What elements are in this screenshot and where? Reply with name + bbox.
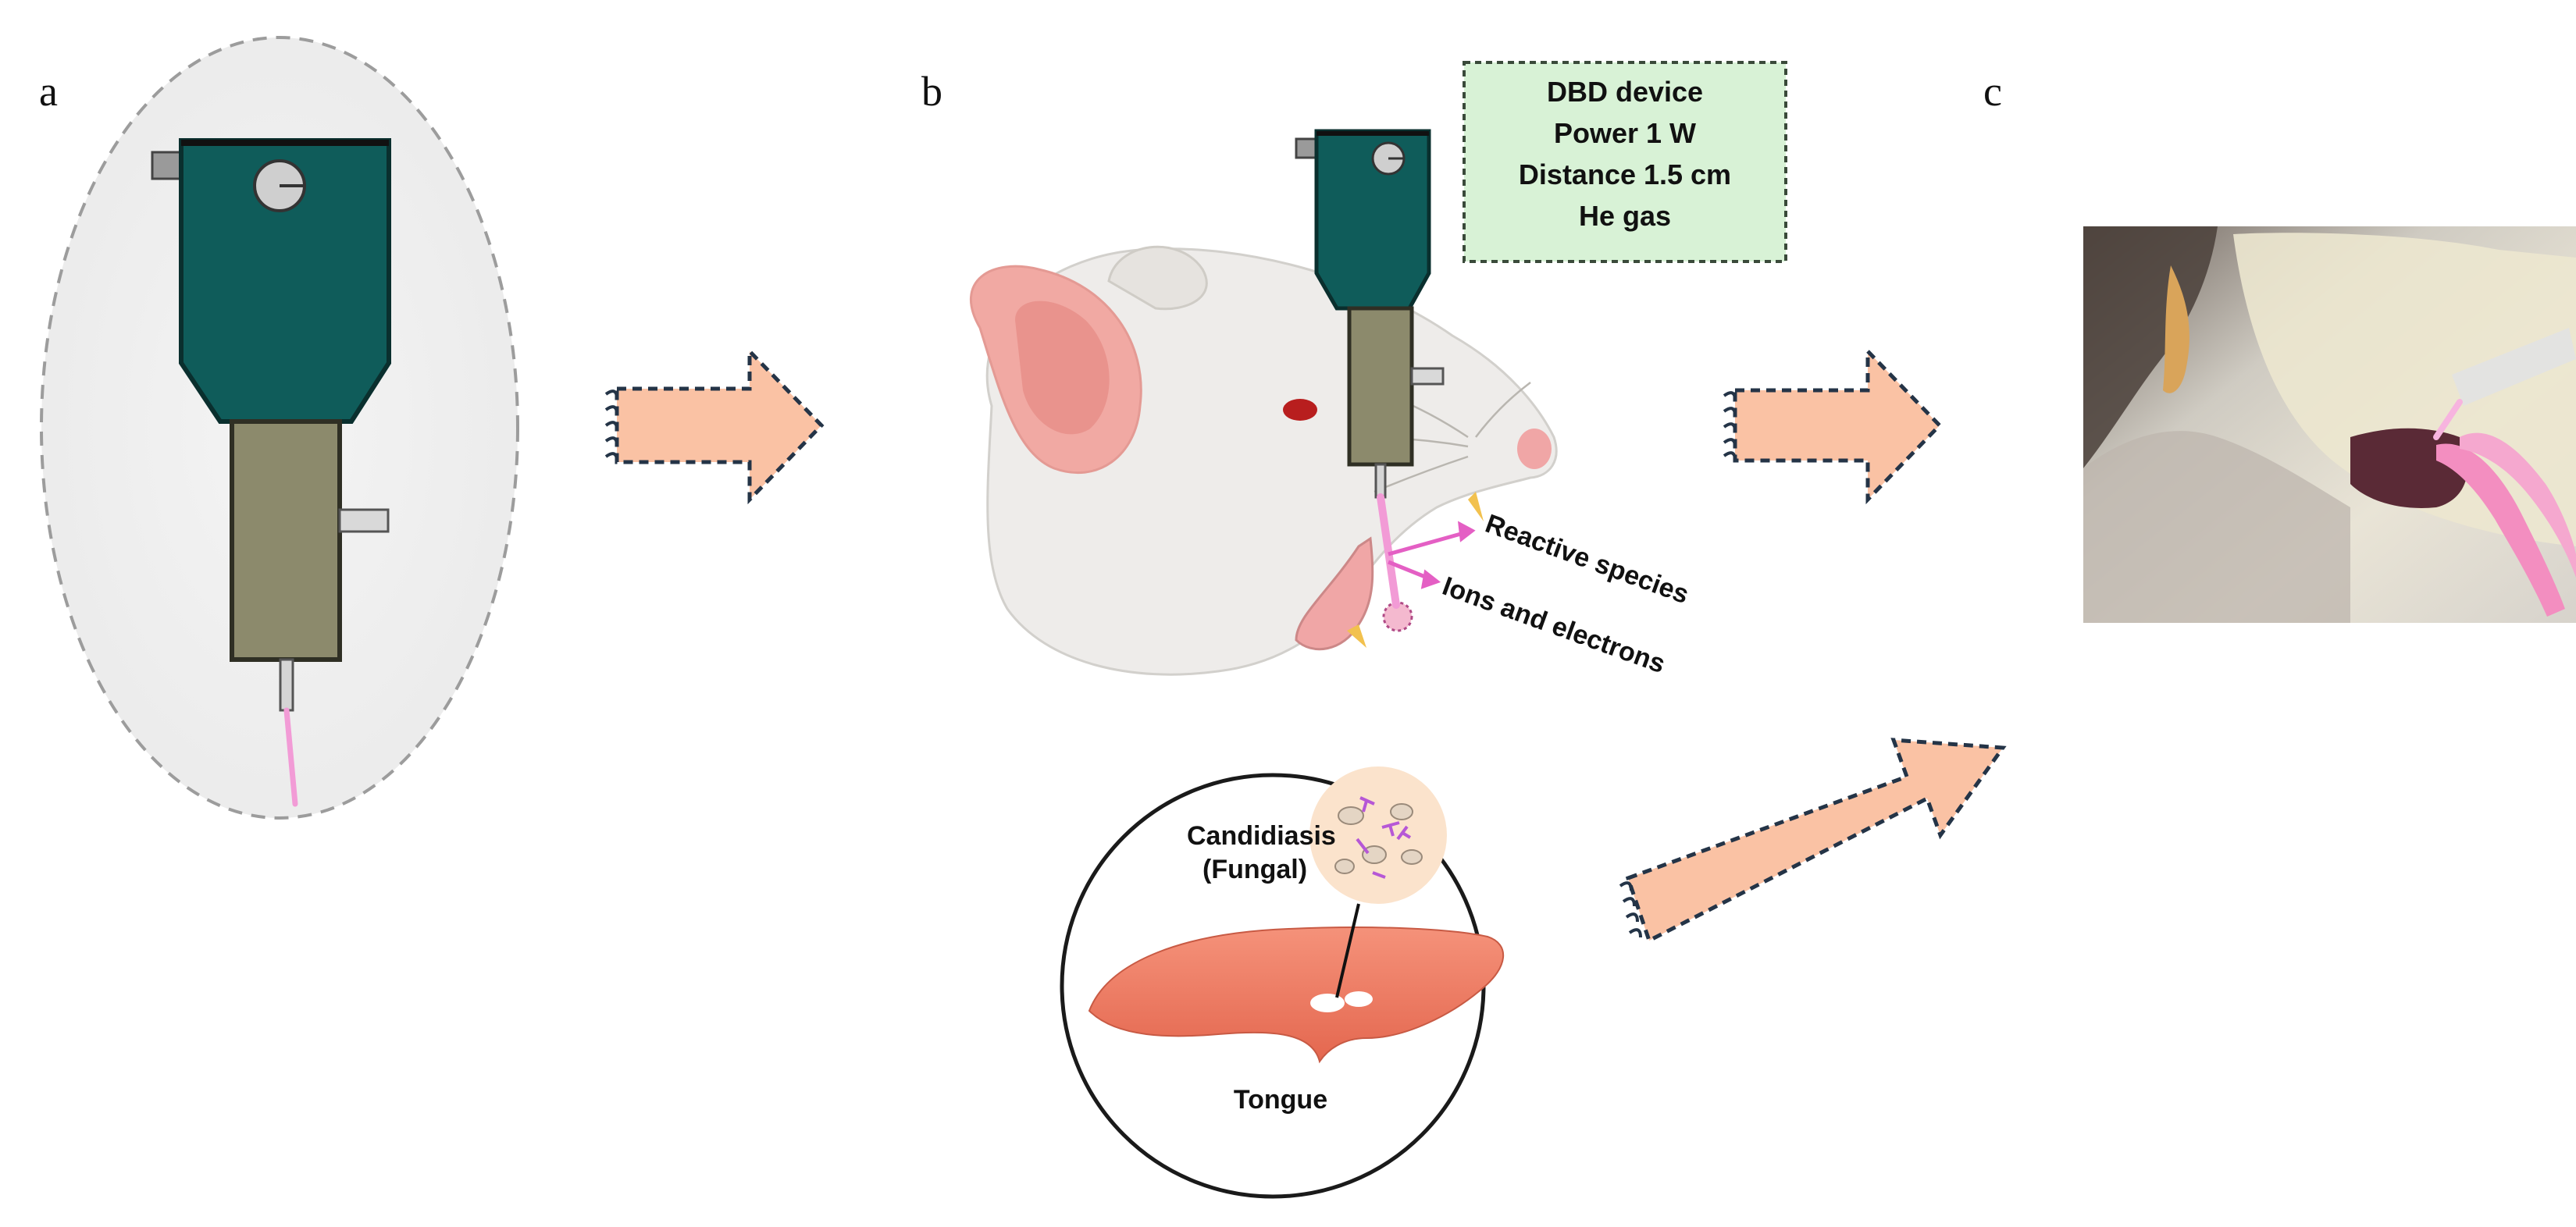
arrow-b-to-c-top <box>1723 346 1943 505</box>
reactive-arrow <box>1388 528 1473 557</box>
plasma-species-arrows <box>1388 521 1476 589</box>
mouse-lower-tooth <box>1347 624 1366 648</box>
fungal-label: (Fungal) <box>1202 855 1307 884</box>
photo-tongue <box>2350 428 2467 508</box>
candidiasis-label: Candidiasis <box>1187 821 1336 851</box>
panel-c-photo <box>2083 226 2576 623</box>
mouse-eye <box>1283 399 1317 421</box>
fungal-cells <box>1334 796 1423 879</box>
photo-dark-fur <box>2083 226 2218 468</box>
ions-arrowhead <box>1420 569 1441 589</box>
arrow-shape <box>1625 738 2007 944</box>
photo-tweezers-arm <box>2460 432 2576 578</box>
device-tube <box>230 419 342 662</box>
photo-nozzle <box>2452 328 2576 406</box>
mouse-mouth <box>1295 536 1374 651</box>
nozzle <box>279 658 294 712</box>
arrow-a-to-b <box>604 346 825 505</box>
treatment-spot <box>1382 601 1413 632</box>
fungal-plaque <box>1345 991 1373 1007</box>
panel-label-b: b <box>921 68 942 115</box>
tongue-shape <box>1088 926 1505 1064</box>
plasma-jet <box>283 707 298 807</box>
tongue-label: Tongue <box>1234 1085 1327 1115</box>
photo-plasma <box>2433 399 2463 440</box>
pointer-line <box>1335 903 1360 998</box>
panel-label-c: c <box>1983 68 2002 115</box>
dbd-info-box: DBD device Power 1 W Distance 1.5 cm He … <box>1463 61 1787 263</box>
mouse-tooth <box>1468 492 1484 521</box>
panel-label-a: a <box>39 68 58 115</box>
arrow-shape <box>615 346 825 505</box>
photo-tooth <box>2163 265 2189 393</box>
mouse-nose <box>1517 429 1552 469</box>
panel-b-mouse <box>969 245 1558 676</box>
panel-a-device <box>40 36 519 820</box>
mouse-rear-ear <box>1107 245 1208 311</box>
reactive-arrowhead <box>1457 521 1476 542</box>
fungal-plaque <box>1310 994 1345 1012</box>
arrow-shape <box>1733 346 1943 505</box>
side-port <box>338 508 390 533</box>
arrow-inset-to-c <box>1619 738 2007 944</box>
panel-b-device <box>1295 129 1445 609</box>
dbd-line-distance: Distance 1.5 cm <box>1519 158 1731 190</box>
dbd-info-box-frame <box>1463 61 1787 263</box>
mouse-ear-inner <box>1015 301 1110 435</box>
dbd-line-gas: He gas <box>1579 200 1671 232</box>
device-tube <box>1347 306 1414 467</box>
dbd-line-power: Power 1 W <box>1554 117 1696 149</box>
tongue-inset: Candidiasis (Fungal) Tongue <box>1060 766 1505 1199</box>
side-port <box>1410 367 1445 386</box>
nozzle <box>1374 463 1387 499</box>
photo-tweezers <box>2436 443 2565 617</box>
dbd-line-device: DBD device <box>1547 76 1703 108</box>
plasma-jet <box>1377 493 1400 609</box>
photo-mouse-body <box>2083 431 2350 623</box>
